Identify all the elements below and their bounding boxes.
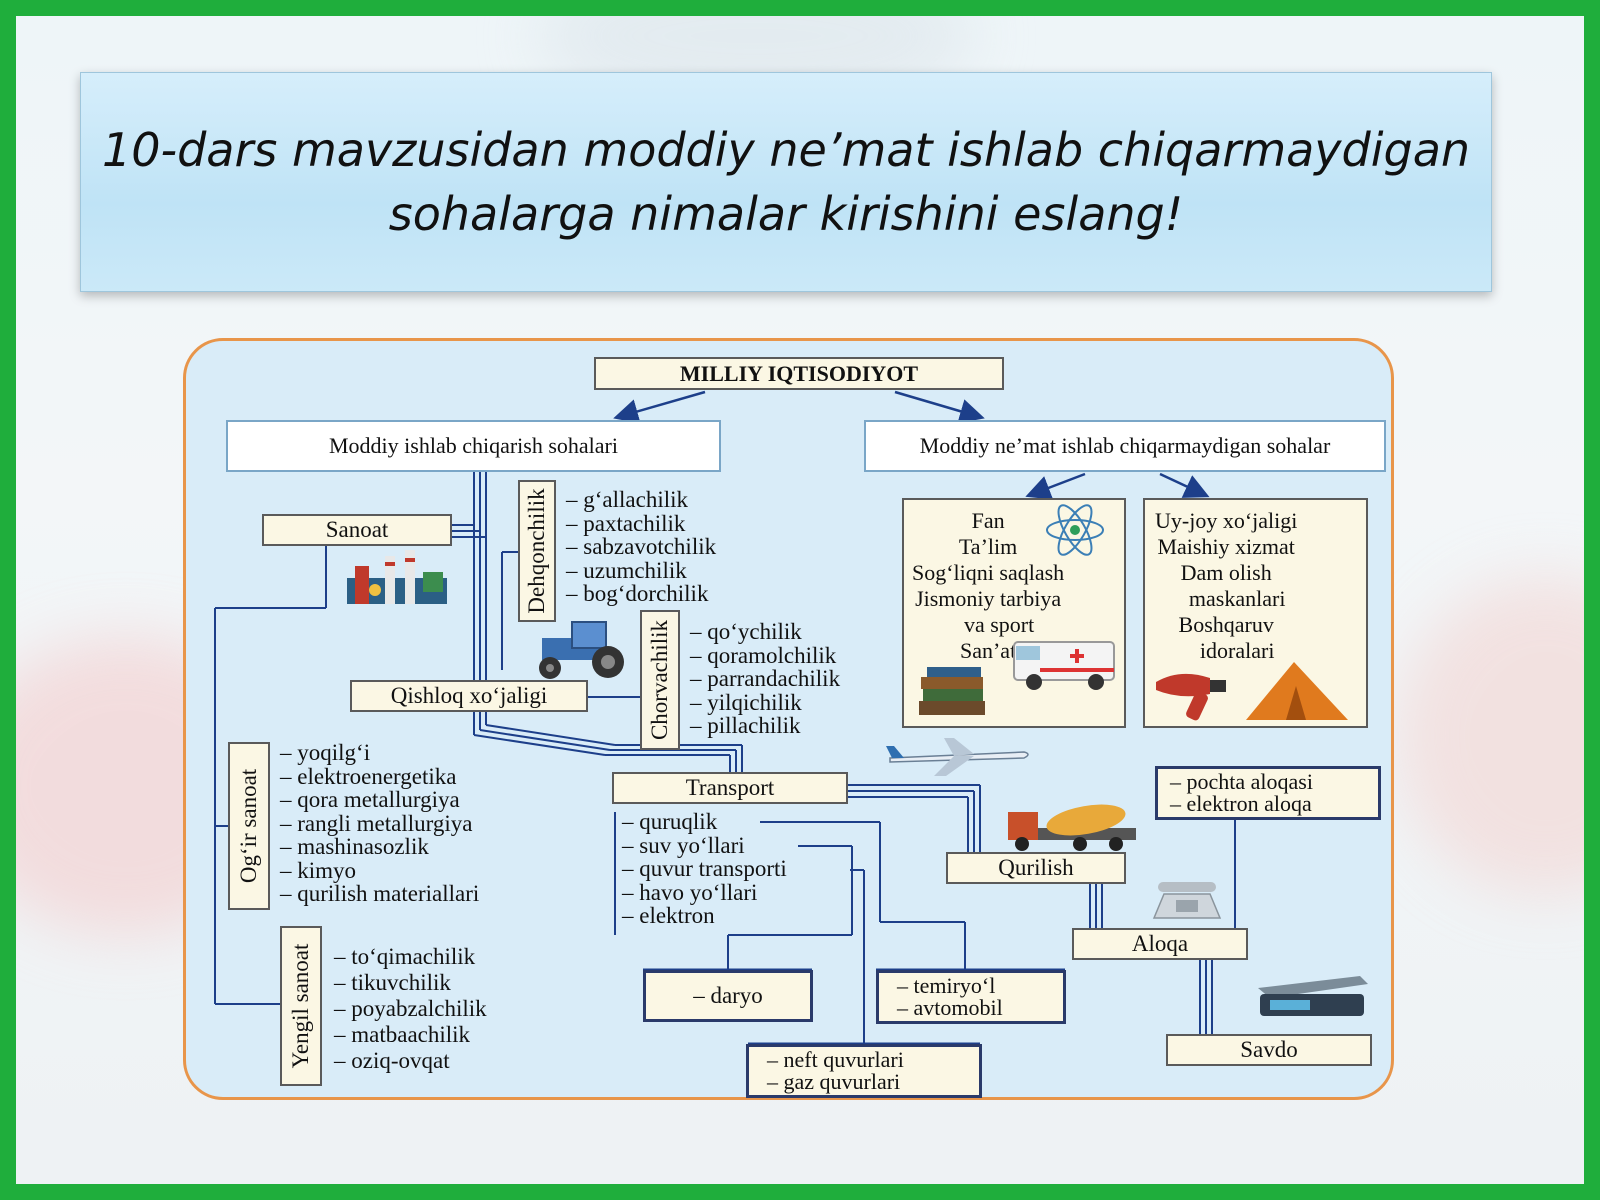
left-branch-label: Moddiy ishlab chiqarish sohalari — [328, 433, 618, 458]
chorvachilik-label: Chorvachilik — [647, 619, 672, 741]
scale-icon — [1258, 976, 1368, 1016]
pochta-node: – pochta aloqasi – elektron aloqa — [1155, 766, 1381, 820]
ogir-sanoat-list: – yoqilg‘i – elektroenergetika – qora me… — [280, 740, 480, 906]
savdo-node: Savdo — [1166, 1034, 1372, 1066]
background-decoration — [1396, 576, 1584, 896]
airplane-icon — [886, 738, 1029, 776]
ogir-sanoat-label: Og‘ir sanoat — [236, 768, 261, 884]
atom-icon — [1046, 504, 1104, 556]
tent-icon — [1246, 662, 1348, 720]
slide-title: 10-dars mavzusidan moddiy ne’mat ishlab … — [101, 123, 1471, 241]
qurilish-node: Qurilish — [946, 852, 1126, 884]
dehqonchilik-list: – g‘allachilik – paxtachilik – sabzavotc… — [566, 487, 717, 606]
root-node: MILLIY IQTISODIYOT — [594, 357, 1004, 390]
dehqonchilik-label: Dehqonchilik — [524, 488, 549, 614]
nonmat-right-list: Uy-joy xo‘jaligi Maishiy xizmat Dam olis… — [1155, 508, 1298, 663]
sanoat-node: Sanoat — [262, 514, 452, 546]
daryo-label: – daryo — [693, 983, 763, 1008]
sanoat-label: Sanoat — [325, 517, 389, 542]
temiryol-node: – temiryo‘l – avtomobil — [876, 970, 1066, 1024]
chorvachilik-node: Chorvachilik — [640, 610, 680, 750]
tractor-icon — [539, 621, 624, 679]
pochta-label: – pochta aloqasi – elektron aloqa — [1170, 769, 1313, 816]
right-branch-node: Moddiy ne’mat ishlab chiqarmaydigan soha… — [864, 420, 1386, 472]
books-icon — [919, 667, 985, 715]
transport-node: Transport — [612, 772, 848, 804]
aloqa-label: Aloqa — [1131, 931, 1189, 956]
transport-label: Transport — [685, 775, 775, 800]
chorvachilik-list: – qo‘ychilik – qoramolchilik – parrandac… — [690, 619, 841, 738]
aloqa-node: Aloqa — [1072, 928, 1248, 960]
qurilish-label: Qurilish — [998, 855, 1074, 880]
neft-label: – neft quvurlari – gaz quvurlari — [767, 1047, 904, 1094]
ogir-sanoat-node: Og‘ir sanoat — [228, 742, 270, 910]
ambulance-icon — [1013, 641, 1115, 690]
root-label: MILLIY IQTISODIYOT — [679, 360, 919, 386]
factory-icon — [347, 550, 447, 604]
yengil-sanoat-label: Yengil sanoat — [288, 943, 313, 1069]
qishloq-label: Qishloq xo‘jaligi — [390, 683, 548, 708]
dehqonchilik-node: Dehqonchilik — [518, 480, 556, 622]
nonmat-left-list: Fan Ta’lim Sog‘liqni saqlash Jismoniy ta… — [912, 508, 1065, 663]
temiryol-label: – temiryo‘l – avtomobil — [897, 973, 1003, 1020]
cement-truck-icon — [1008, 804, 1136, 851]
yengil-sanoat-list: – to‘qimachilik – tikuvchilik – poyabzal… — [334, 944, 487, 1073]
transport-list: – quruqlik – suv yo‘llari – quvur transp… — [622, 809, 787, 928]
qishloq-node: Qishloq xo‘jaligi — [350, 680, 588, 712]
neft-node: – neft quvurlari – gaz quvurlari — [746, 1044, 982, 1098]
slide-title-box: 10-dars mavzusidan moddiy ne’mat ishlab … — [80, 72, 1492, 292]
daryo-node: – daryo — [643, 970, 813, 1022]
telephone-icon — [1152, 882, 1222, 919]
hair-dryer-icon — [1156, 673, 1226, 721]
yengil-sanoat-node: Yengil sanoat — [280, 926, 322, 1086]
right-branch-label: Moddiy ne’mat ishlab chiqarmaydigan soha… — [919, 433, 1331, 458]
left-branch-node: Moddiy ishlab chiqarish sohalari — [226, 420, 721, 472]
savdo-label: Savdo — [1240, 1037, 1298, 1062]
